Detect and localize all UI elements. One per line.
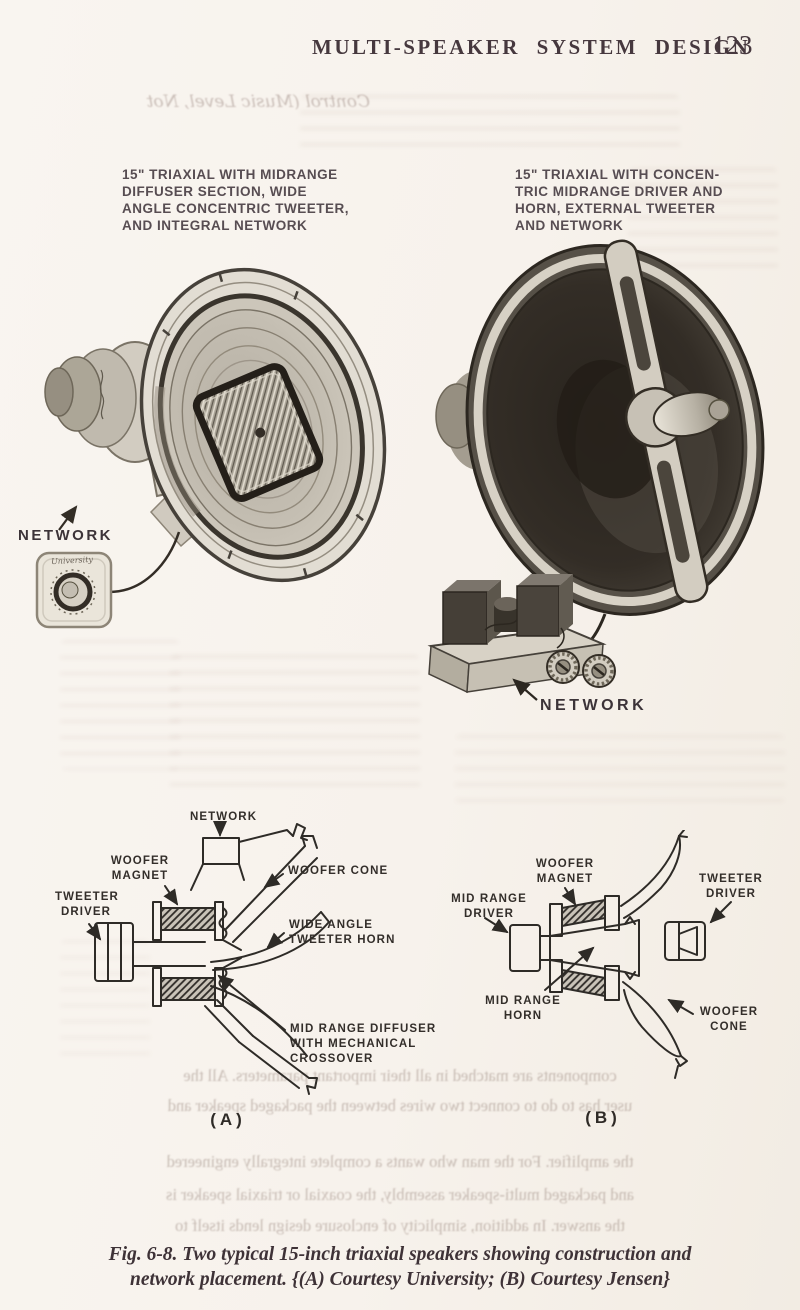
figure-caption-line1: Fig. 6-8. Two typical 15-inch triaxial s…	[108, 1244, 692, 1265]
label-midrange-horn: MID RANGE HORN	[485, 995, 561, 1022]
label-midrange-driver: MID RANGE DRIVER	[451, 893, 527, 920]
network-box	[35, 551, 113, 629]
figure-caption-line2: network placement. {(A) Courtesy Univers…	[129, 1269, 671, 1290]
speaker-photo-left	[35, 267, 387, 629]
woofer-cone-upper	[620, 835, 680, 907]
panel-label-b: (B)	[585, 1108, 621, 1127]
network-knob	[546, 650, 580, 684]
page-number: 123	[712, 30, 753, 60]
print-bleed-text: the amplifier. For the man who wants a c…	[166, 1152, 634, 1171]
diagram-b-drawing	[484, 829, 732, 1079]
photo-caption-left: 15" TRIAXIAL WITH MIDRANGE DIFFUSER SECT…	[122, 167, 349, 233]
network-knob	[582, 654, 616, 688]
diagram-a: NETWORK WOOFER MAGNET TWEETER DRIVER WOO…	[55, 790, 435, 1145]
label-woofer-cone-b: WOOFER CONE	[699, 1006, 759, 1033]
midrange-horn-line	[549, 923, 626, 937]
speaker-left-cone	[139, 267, 387, 583]
woofer-magnet-drawing-b	[561, 899, 606, 927]
network-pointer-arrow	[58, 505, 78, 531]
woofer-magnet-drawing	[160, 907, 216, 931]
network-box-drawing	[202, 837, 240, 865]
label-woofer-cone-a: WOOFER CONE	[288, 865, 389, 877]
woofer-cone-lower	[622, 981, 682, 1057]
label-tweeter-driver-a: TWEETER DRIVER	[55, 891, 119, 918]
label-wide-angle-tweeter-horn: WIDE ANGLE TWEETER HORN	[289, 919, 396, 946]
figure-caption: Fig. 6-8. Two typical 15-inch triaxial s…	[40, 1242, 760, 1292]
print-bleed-through	[60, 940, 150, 1060]
print-bleed-through	[60, 640, 180, 770]
tweeter-driver-drawing-b	[664, 921, 706, 961]
diagram-b: WOOFER MAGNET MID RANGE DRIVER TWEETER D…	[425, 829, 795, 1140]
print-bleed-text: Control (Music Level, Not	[146, 92, 371, 112]
label-network-a: NETWORK	[190, 811, 258, 823]
crossover-network-chassis	[427, 574, 616, 694]
tweeter-driver-drawing	[94, 922, 134, 982]
running-head: MULTI-SPEAKER SYSTEM DESIGN	[312, 35, 751, 59]
label-woofer-magnet-a: WOOFER MAGNET	[110, 855, 170, 882]
print-bleed-text: the answer. In addition, simplicity of e…	[175, 1216, 625, 1235]
print-bleed-through	[455, 735, 785, 803]
print-bleed-through	[170, 655, 420, 795]
panel-label-a: (A)	[210, 1110, 246, 1129]
network-pointer-arrow	[512, 678, 538, 701]
print-bleed-through	[300, 95, 680, 157]
network-wire	[108, 531, 181, 594]
label-tweeter-driver-b: TWEETER DRIVER	[699, 873, 763, 900]
speaker-right-cone	[465, 239, 765, 616]
label-midrange-diffuser: MID RANGE DIFFUSER WITH MECHANICAL CROSS…	[290, 1023, 437, 1065]
network-label-left: NETWORK	[18, 527, 113, 544]
photo-caption-right: 15" TRIAXIAL WITH CONCEN- TRIC MIDRANGE …	[515, 167, 724, 233]
network-label-right: NETWORK	[540, 697, 648, 714]
midrange-driver-drawing	[509, 924, 541, 972]
tweeter-grille	[192, 363, 324, 502]
label-woofer-magnet-b: WOOFER MAGNET	[535, 858, 595, 885]
speaker-photo-right	[427, 239, 765, 701]
diagram-a-drawing	[86, 821, 330, 1095]
midrange-bullet-driver	[652, 391, 730, 438]
print-bleed-text: and packaged multi-speaker assembly, the…	[165, 1185, 635, 1204]
